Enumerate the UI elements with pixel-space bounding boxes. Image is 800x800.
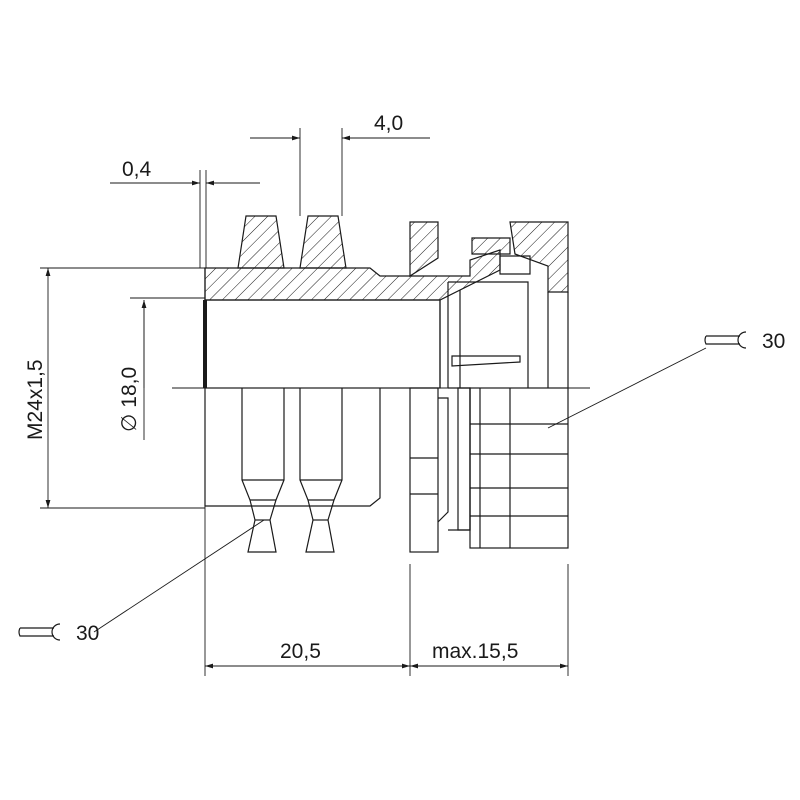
dimension-length: 20,5 max.15,5 xyxy=(204,506,569,676)
dimension-pitch: 4,0 xyxy=(250,112,430,216)
dimension-bore: ∅ 18,0 xyxy=(118,297,205,440)
dimension-thread: M24x1,5 xyxy=(24,267,205,509)
wrench-size-lower-left: 30 xyxy=(76,622,99,645)
bore-diameter-label: ∅ 18,0 xyxy=(118,367,141,432)
diameter-symbol: ∅ xyxy=(118,414,141,432)
wrench-callout-right: 30 xyxy=(547,330,785,429)
thread-size-label: M24x1,5 xyxy=(24,359,47,440)
wrench-icon xyxy=(704,331,747,349)
wall-thickness-label: 0,4 xyxy=(122,158,152,181)
dimension-wall: 0,4 xyxy=(110,158,260,268)
section-view xyxy=(203,215,569,389)
wrench-icon xyxy=(18,623,61,641)
wrench-callout-lower-left: 30 xyxy=(18,519,265,645)
body-length-label: 20,5 xyxy=(280,640,321,663)
thread-pitch-label: 4,0 xyxy=(374,112,403,135)
bore-value: 18,0 xyxy=(118,367,141,408)
wrench-size-right: 30 xyxy=(762,330,785,353)
nut-length-label: max.15,5 xyxy=(432,640,518,663)
exterior-view xyxy=(204,387,569,553)
